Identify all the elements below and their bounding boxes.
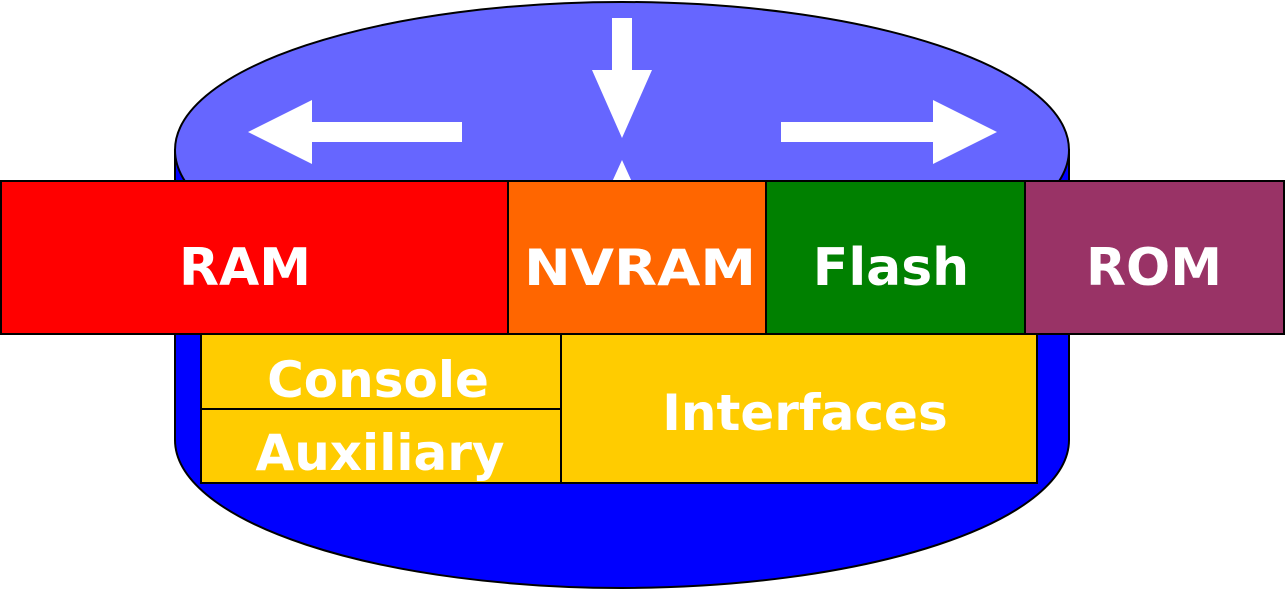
arrow-up-tip-icon bbox=[612, 160, 632, 182]
arrow-left-icon bbox=[248, 100, 462, 164]
memory-block-ram: RAM bbox=[0, 180, 509, 335]
auxiliary-label: Auxiliary bbox=[256, 424, 505, 482]
flash-label: Flash bbox=[813, 238, 969, 298]
arrow-down-icon bbox=[592, 18, 652, 138]
rom-box bbox=[1024, 180, 1285, 335]
port-console: Console bbox=[200, 333, 562, 410]
arrow-right-icon bbox=[781, 100, 997, 164]
auxiliary-box bbox=[200, 408, 562, 484]
nvram-label: NVRAM bbox=[524, 239, 756, 297]
interfaces-box bbox=[560, 333, 1038, 484]
port-auxiliary: Auxiliary bbox=[200, 408, 562, 484]
rom-label: ROM bbox=[1086, 238, 1222, 298]
ram-label: RAM bbox=[179, 238, 311, 298]
memory-block-rom: ROM bbox=[1024, 180, 1285, 335]
port-interfaces: Interfaces bbox=[560, 333, 1038, 484]
memory-block-nvram: NVRAM bbox=[507, 180, 767, 335]
memory-block-flash: Flash bbox=[765, 180, 1026, 335]
interfaces-label: Interfaces bbox=[662, 384, 947, 442]
console-label: Console bbox=[267, 351, 489, 409]
